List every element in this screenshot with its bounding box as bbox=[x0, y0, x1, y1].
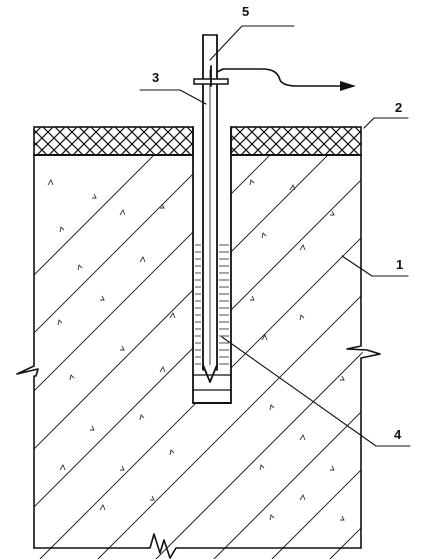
soil-hatch-line bbox=[213, 155, 363, 559]
cavity-fill-marks bbox=[195, 244, 229, 365]
soil-speck bbox=[69, 374, 75, 381]
label-1: 1 bbox=[396, 257, 403, 272]
soil-speck bbox=[120, 345, 125, 351]
label-5: 5 bbox=[242, 4, 249, 19]
soil-speck bbox=[169, 449, 175, 456]
soil-speck bbox=[299, 314, 305, 321]
pipe-tip bbox=[202, 364, 218, 383]
soil-hatch-line bbox=[30, 155, 229, 559]
soil-hatch-line bbox=[39, 155, 363, 559]
soil-hatch-line bbox=[271, 155, 363, 559]
leader-4 bbox=[221, 336, 411, 447]
soil-speck bbox=[139, 255, 146, 263]
label-3: 3 bbox=[152, 70, 159, 85]
soil-speck bbox=[47, 178, 54, 186]
soil-speck bbox=[120, 465, 125, 471]
soil-hatch-line bbox=[155, 155, 363, 559]
soil-speck bbox=[100, 295, 105, 301]
soil-speck bbox=[77, 264, 83, 271]
soil-speck bbox=[299, 493, 306, 501]
soil-speck bbox=[259, 464, 265, 471]
leader-2 bbox=[363, 117, 409, 129]
soil-hatch-line bbox=[97, 155, 363, 559]
soil-speck bbox=[289, 183, 296, 191]
soil-speck bbox=[57, 319, 63, 326]
soil-speck bbox=[90, 425, 95, 431]
soil-speck bbox=[340, 375, 345, 381]
soil-hatch-line bbox=[30, 155, 171, 559]
soil-speck bbox=[59, 463, 66, 471]
soil-speck bbox=[92, 193, 97, 199]
soil-right-edge bbox=[346, 154, 381, 549]
soil-hatch-line bbox=[30, 155, 287, 559]
soil-speck bbox=[299, 243, 306, 251]
soil-speck bbox=[340, 515, 345, 521]
outlet-arrow bbox=[340, 81, 356, 91]
soil-hatch-line bbox=[388, 139, 438, 559]
soil-speck bbox=[330, 210, 335, 216]
leader-1 bbox=[341, 255, 409, 277]
label-2: 2 bbox=[395, 100, 402, 115]
soil-speck bbox=[119, 208, 126, 216]
soil-speck bbox=[330, 465, 335, 471]
cover-layer bbox=[33, 126, 362, 156]
outlet-line bbox=[216, 68, 356, 91]
leader-5 bbox=[209, 25, 295, 61]
soil-speck bbox=[249, 179, 255, 186]
soil-left-edge bbox=[16, 154, 39, 549]
collar bbox=[193, 65, 229, 87]
soil-speck bbox=[59, 226, 65, 233]
soil-speck bbox=[139, 414, 145, 421]
soil-speck bbox=[250, 295, 255, 301]
soil-speck bbox=[269, 404, 275, 411]
label-4: 4 bbox=[394, 427, 402, 442]
leader-lines bbox=[139, 25, 411, 447]
soil-speck bbox=[299, 433, 306, 441]
pipe bbox=[202, 34, 218, 383]
soil-speck bbox=[160, 203, 165, 209]
soil-speck bbox=[169, 311, 176, 319]
soil-speck bbox=[150, 495, 155, 501]
soil-speck bbox=[269, 514, 275, 521]
soil-speck bbox=[159, 365, 166, 373]
soil-speck bbox=[99, 503, 106, 511]
leader-3 bbox=[139, 89, 207, 105]
soil-bottom-edge bbox=[33, 533, 362, 559]
soil-speck bbox=[261, 333, 268, 341]
soil-hatch-line bbox=[30, 155, 345, 559]
soil-speck bbox=[261, 232, 267, 239]
soil-hatch-line bbox=[30, 155, 363, 559]
